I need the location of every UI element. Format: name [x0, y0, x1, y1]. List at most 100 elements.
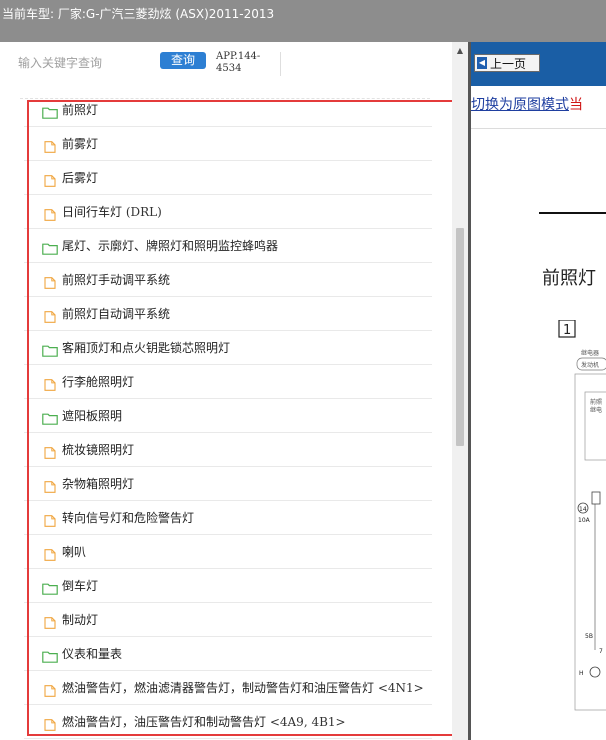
document-icon — [42, 376, 58, 391]
tree-item-text: 梳妆镜照明灯 — [62, 443, 135, 457]
scroll-thumb[interactable] — [456, 228, 464, 446]
document-icon — [42, 206, 58, 221]
tree-item-text: 燃油警告灯，油压警告灯和制动警告灯 — [62, 715, 270, 729]
diagram-relay-label-1: 继电器 — [581, 349, 599, 357]
tree-item-text: 前照灯自动调平系统 — [62, 307, 171, 321]
viewer-separator — [471, 128, 606, 129]
tree-item-label: 制动灯 — [62, 611, 98, 628]
diagram-box-number: 1 — [563, 323, 571, 338]
prev-page-label: 上一页 — [490, 56, 527, 71]
tree-item[interactable]: 行李舱照明灯 — [24, 365, 432, 399]
tree-item[interactable]: 遮阳板照明 — [24, 399, 432, 433]
tree-item-label: 遮阳板照明 — [62, 407, 122, 424]
folder-icon — [42, 410, 58, 425]
tree-item-label: 前照灯 — [62, 101, 98, 118]
tree-item[interactable]: 转向信号灯和危险警告灯 — [24, 501, 432, 535]
tree-item-label: 尾灯、示廓灯、牌照灯和照明监控蜂鸣器 — [62, 237, 278, 254]
tree-item-text: 制动灯 — [62, 613, 99, 627]
topic-tree: 前照灯前雾灯后雾灯日间行车灯 (DRL) 尾灯、示廓灯、牌照灯和照明监控蜂鸣器前照… — [24, 93, 432, 739]
tree-item-text: 杂物箱照明灯 — [62, 477, 135, 491]
document-icon — [42, 682, 58, 697]
tree-item-label: 仪表和量表 — [62, 645, 122, 662]
wiring-diagram: 1 继电器 发动机 前照 继电 14 10A 5B 7 H — [558, 320, 606, 711]
tree-item[interactable]: 客厢顶灯和点火钥匙锁芯照明灯 — [24, 331, 432, 365]
tree-item-label: 前照灯自动调平系统 — [62, 305, 170, 322]
search-input[interactable] — [18, 52, 158, 74]
folder-icon — [42, 648, 58, 663]
scroll-up-arrow-icon[interactable]: ▲ — [456, 45, 464, 55]
tree-item-text: 遮阳板照明 — [62, 409, 123, 423]
tree-item-text: 前雾灯 — [62, 137, 99, 151]
tree-item-text: 日间行车灯 — [62, 205, 126, 219]
tree-item-text: 尾灯、示廓灯、牌照灯和照明监控蜂鸣器 — [62, 239, 279, 253]
tree-item-label: 后雾灯 — [62, 169, 98, 186]
tree-item[interactable]: 杂物箱照明灯 — [24, 467, 432, 501]
right-pane: ◀ 上一页 切换为原图模式当 前照灯 1 继电器 发动机 前照 继电 14 10… — [471, 42, 606, 740]
tree-item-text: 喇叭 — [62, 545, 87, 559]
mode-link-tail: 当 — [569, 97, 583, 113]
document-icon — [42, 138, 58, 153]
document-icon — [42, 614, 58, 629]
document-icon — [42, 274, 58, 289]
tree-item[interactable]: 燃油警告灯，油压警告灯和制动警告灯 <4A9, 4B1> — [24, 705, 432, 739]
tree-item-label: 前照灯手动调平系统 — [62, 271, 170, 288]
tree-item-text: 倒车灯 — [62, 579, 99, 593]
diagram-fuse-rating: 10A — [578, 517, 591, 524]
tree-item[interactable]: 后雾灯 — [24, 161, 432, 195]
tree-item[interactable]: 尾灯、示廓灯、牌照灯和照明监控蜂鸣器 — [24, 229, 432, 263]
tree-item[interactable]: 喇叭 — [24, 535, 432, 569]
folder-icon — [42, 104, 58, 119]
diagram-fuse-body — [591, 491, 601, 505]
pane-splitter[interactable] — [468, 42, 471, 740]
query-button[interactable]: 查询 — [160, 52, 206, 69]
tree-item-label: 行李舱照明灯 — [62, 373, 134, 390]
tree-item-text: 前照灯 — [62, 103, 99, 117]
title-bar: 当前车型: 厂家:G-广汽三菱劲炫 (ASX)2011-2013 — [0, 0, 606, 42]
document-icon — [42, 546, 58, 561]
tree-item-label: 燃油警告灯，油压警告灯和制动警告灯 <4A9, 4B1> — [62, 713, 346, 730]
tree-item[interactable]: 燃油警告灯，燃油滤清器警告灯，制动警告灯和油压警告灯 <4N1> — [24, 671, 432, 705]
prev-page-button[interactable]: ◀ 上一页 — [474, 54, 540, 72]
diagram-bottom-label: H — [579, 670, 584, 677]
tree-item[interactable]: 前照灯自动调平系统 — [24, 297, 432, 331]
tree-item[interactable]: 日间行车灯 (DRL) — [24, 195, 432, 229]
tree-item-label: 转向信号灯和危险警告灯 — [62, 509, 194, 526]
document-icon — [42, 512, 58, 527]
diagram-box-number-frame — [558, 320, 576, 338]
diagram-fuse-number: 14 — [579, 506, 587, 513]
tree-item[interactable]: 前照灯 — [24, 93, 432, 127]
tree-item-text: 行李舱照明灯 — [62, 375, 135, 389]
switch-original-mode-link[interactable]: 切换为原图模式 — [471, 97, 569, 113]
tree-item-code: <4N1> — [377, 681, 424, 695]
tree-item-text: 客厢顶灯和点火钥匙锁芯照明灯 — [62, 341, 231, 355]
tree-item[interactable]: 前照灯手动调平系统 — [24, 263, 432, 297]
mode-links: 切换为原图模式当 — [471, 94, 583, 114]
tree-item-label: 倒车灯 — [62, 577, 98, 594]
left-arrow-icon: ◀ — [477, 57, 487, 69]
tree-item-label: 客厢顶灯和点火钥匙锁芯照明灯 — [62, 339, 230, 356]
diagram-pin-label: 7 — [599, 648, 603, 655]
app-code: APP.144-4534 — [216, 51, 261, 74]
tree-item[interactable]: 倒车灯 — [24, 569, 432, 603]
viewer-toolbar: ◀ 上一页 — [471, 42, 606, 86]
window-title: 当前车型: 厂家:G-广汽三菱劲炫 (ASX)2011-2013 — [2, 7, 275, 21]
tree-item[interactable]: 制动灯 — [24, 603, 432, 637]
tree-item-code: (DRL) — [125, 205, 162, 219]
tree-item-label: 燃油警告灯，燃油滤清器警告灯，制动警告灯和油压警告灯 <4N1> — [62, 679, 424, 696]
tree-item-code: <4A9, 4B1> — [269, 715, 346, 729]
diagram-relay-label-2: 发动机 — [581, 361, 599, 369]
diagram-relay-box — [576, 357, 606, 371]
search-separator — [280, 52, 281, 76]
document-rule — [539, 212, 606, 214]
vertical-scrollbar[interactable]: ▲ — [452, 42, 468, 740]
tree-item-label: 日间行车灯 (DRL) — [62, 203, 162, 220]
tree-item-label: 梳妆镜照明灯 — [62, 441, 134, 458]
folder-icon — [42, 240, 58, 255]
tree-item-label: 前雾灯 — [62, 135, 98, 152]
tree-item[interactable]: 仪表和量表 — [24, 637, 432, 671]
tree-item-text: 仪表和量表 — [62, 647, 123, 661]
tree-item[interactable]: 前雾灯 — [24, 127, 432, 161]
diagram-inner-label-1: 前照 — [590, 398, 602, 406]
tree-item[interactable]: 梳妆镜照明灯 — [24, 433, 432, 467]
document-icon — [42, 172, 58, 187]
